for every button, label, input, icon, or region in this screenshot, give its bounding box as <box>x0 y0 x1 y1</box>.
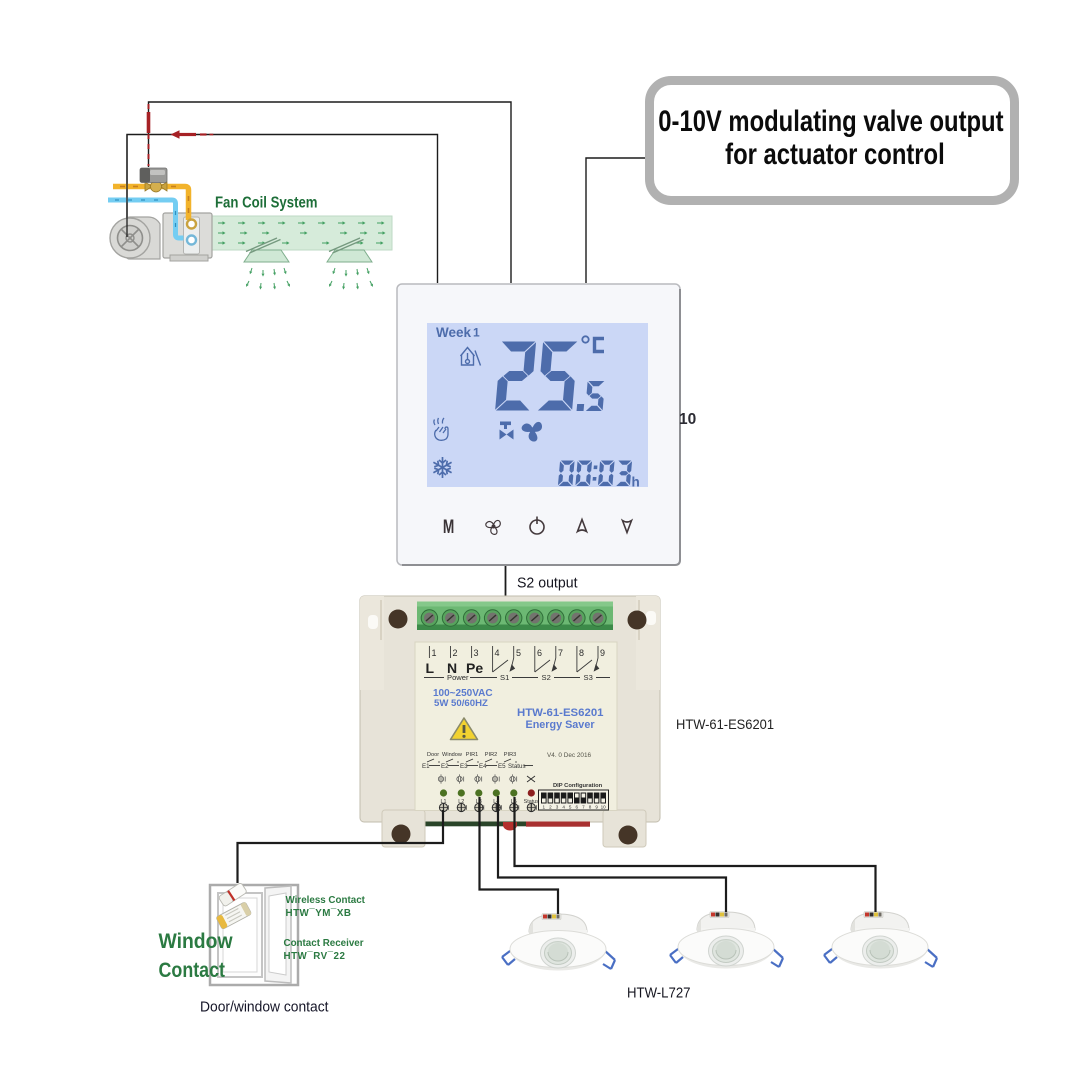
svg-text:HTW-61-ES6201: HTW-61-ES6201 <box>517 707 604 719</box>
svg-text:S2 output: S2 output <box>517 575 578 592</box>
svg-text:8: 8 <box>579 648 584 658</box>
svg-text:S1: S1 <box>500 673 509 682</box>
svg-text:Contact Receiver: Contact Receiver <box>284 938 364 949</box>
svg-text:PIR3: PIR3 <box>504 752 516 758</box>
svg-text:2: 2 <box>549 805 552 810</box>
svg-text:L4: L4 <box>493 799 499 805</box>
svg-text:V4. 0 Dec 2016: V4. 0 Dec 2016 <box>547 752 592 759</box>
svg-text:5: 5 <box>516 648 521 658</box>
svg-text:Energy Saver: Energy Saver <box>526 719 596 731</box>
svg-text:3: 3 <box>556 805 559 810</box>
svg-text:E4: E4 <box>479 763 487 770</box>
svg-text:1: 1 <box>543 805 546 810</box>
svg-text:9: 9 <box>600 648 605 658</box>
svg-text:2: 2 <box>453 648 458 658</box>
svg-text:5: 5 <box>569 805 572 810</box>
svg-text:E3: E3 <box>460 763 468 770</box>
svg-text:4: 4 <box>562 805 565 810</box>
svg-text:M: M <box>443 516 454 538</box>
svg-text:Door: Door <box>427 752 439 758</box>
svg-text:Door/window contact: Door/window contact <box>200 1000 329 1016</box>
svg-text:L2: L2 <box>458 799 464 805</box>
svg-text:10: 10 <box>601 805 607 810</box>
svg-text:7: 7 <box>582 805 585 810</box>
svg-text:1: 1 <box>473 326 480 340</box>
svg-text:Fan Coil System: Fan Coil System <box>215 195 318 212</box>
svg-text:HTW-61-ES6201: HTW-61-ES6201 <box>676 717 774 732</box>
svg-text:6: 6 <box>537 648 542 658</box>
svg-text:E2: E2 <box>441 763 449 770</box>
svg-text:Window: Window <box>442 752 463 758</box>
svg-text:6: 6 <box>576 805 579 810</box>
svg-text:9: 9 <box>595 805 598 810</box>
svg-text:N: N <box>447 660 457 676</box>
svg-text:3: 3 <box>474 648 479 658</box>
svg-text:L1: L1 <box>441 799 447 805</box>
svg-text:HTW¯YM¯XB: HTW¯YM¯XB <box>286 908 352 919</box>
svg-text:Pe: Pe <box>466 660 483 676</box>
svg-text:Status: Status <box>508 763 526 770</box>
svg-text:HTW¯RV¯22: HTW¯RV¯22 <box>284 951 346 962</box>
svg-text:Status: Status <box>524 799 540 805</box>
svg-text:Window: Window <box>159 930 234 953</box>
svg-text:S3: S3 <box>584 673 593 682</box>
svg-text:Power: Power <box>447 673 469 682</box>
svg-text:4: 4 <box>495 648 500 658</box>
svg-text:E5: E5 <box>498 763 506 770</box>
svg-text:E1: E1 <box>422 763 430 770</box>
svg-text:100~250VAC: 100~250VAC <box>433 688 493 699</box>
svg-text:Week: Week <box>436 325 472 340</box>
svg-text:DIP Configuration: DIP Configuration <box>553 783 603 789</box>
svg-text:PIR1: PIR1 <box>466 752 478 758</box>
svg-text:PIR2: PIR2 <box>485 752 497 758</box>
svg-text:Wireless Contact: Wireless Contact <box>286 895 366 906</box>
svg-text:HTW-L727: HTW-L727 <box>627 986 691 1002</box>
svg-text:L: L <box>426 660 435 676</box>
svg-text:7: 7 <box>558 648 563 658</box>
svg-text:1: 1 <box>432 648 437 658</box>
svg-text:h: h <box>632 475 640 490</box>
svg-text:5W 50/60HZ: 5W 50/60HZ <box>434 698 488 709</box>
svg-text:8: 8 <box>589 805 592 810</box>
svg-text:Contact: Contact <box>159 959 226 982</box>
svg-text:10: 10 <box>679 411 696 428</box>
svg-text:S2: S2 <box>542 673 551 682</box>
